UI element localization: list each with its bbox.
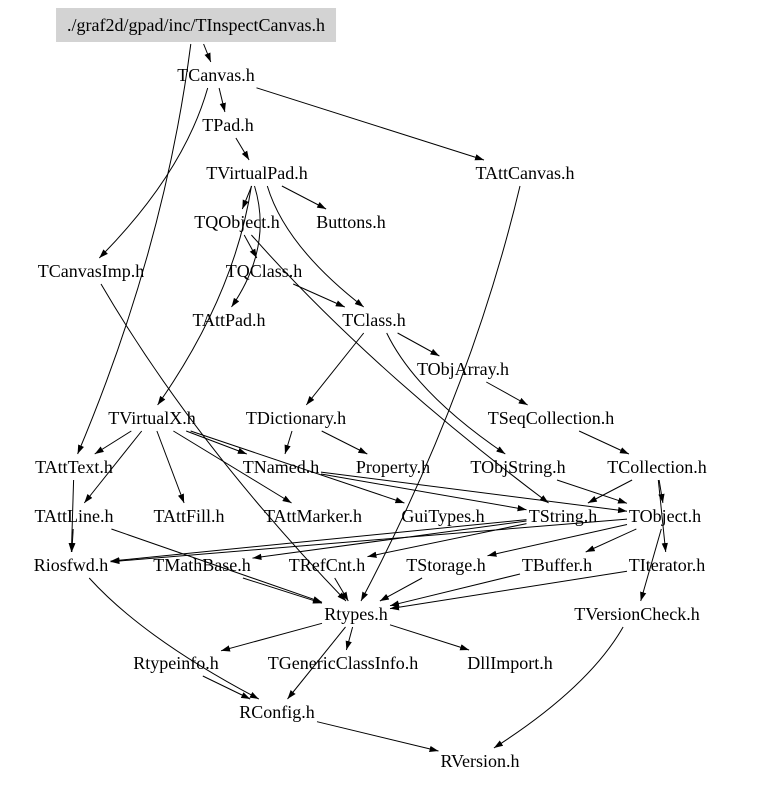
node-tvirtualx-h[interactable]: TVirtualX.h bbox=[108, 408, 196, 428]
edge-tvirtualx-to-tatttext bbox=[94, 430, 132, 455]
node-trefcnt-h[interactable]: TRefCnt.h bbox=[288, 555, 366, 575]
edge-tcanvas-to-tcanvasimp bbox=[98, 87, 209, 259]
edge-tqclass-to-tclass bbox=[292, 283, 346, 308]
edge-tvirtualpad-to-tqobject bbox=[241, 185, 253, 210]
node-tgenericclassinfo-h[interactable]: TGenericClassInfo.h bbox=[267, 653, 419, 673]
edge-tvirtualx-to-guitypes bbox=[190, 430, 405, 504]
node-tvirtualpad-h[interactable]: TVirtualPad.h bbox=[206, 163, 308, 183]
edge-trefcnt-to-rtypes bbox=[334, 577, 349, 602]
edge-titerator-to-rtypes bbox=[389, 570, 628, 611]
edge-tobject-to-tstorage bbox=[487, 524, 628, 557]
edge-tvirtualpad-to-buttons bbox=[281, 185, 327, 210]
node-tstring-h[interactable]: TString.h bbox=[528, 506, 598, 526]
node-tseqcollection-h[interactable]: TSeqCollection.h bbox=[487, 408, 615, 428]
edge-tstring-to-tmathbase bbox=[252, 520, 527, 561]
edge-tstorage-to-rtypes bbox=[379, 577, 423, 602]
node-tatttext-h[interactable]: TAttText.h bbox=[35, 457, 113, 477]
node-titerator-h[interactable]: TIterator.h bbox=[628, 555, 706, 575]
edge-tvirtualx-to-tattfill bbox=[156, 430, 185, 504]
node-buttons-h[interactable]: Buttons.h bbox=[316, 212, 386, 232]
edge-tmathbase-to-rtypes bbox=[242, 577, 323, 604]
edge-rtypes-to-dllimport bbox=[389, 624, 470, 651]
edge-tcanvas-to-tattcanvas bbox=[256, 87, 485, 161]
edge-tobject-to-tbuffer bbox=[585, 528, 637, 553]
node-tattmarker-h[interactable]: TAttMarker.h bbox=[263, 506, 363, 526]
edge-tvirtualx-to-tattmarker bbox=[173, 430, 292, 504]
edge-tcollection-to-tobject bbox=[658, 479, 665, 504]
edge-tqobject-to-tqclass bbox=[243, 234, 258, 259]
node-tversioncheck-h[interactable]: TVersionCheck.h bbox=[574, 604, 700, 624]
node-tobjstring-h[interactable]: TObjString.h bbox=[470, 457, 566, 477]
edge-rtypeinfo-to-rconfig bbox=[202, 675, 251, 700]
node-dllimport-h[interactable]: DllImport.h bbox=[467, 653, 553, 673]
root-node[interactable]: ./graf2d/gpad/inc/TInspectCanvas.h bbox=[56, 8, 336, 42]
edge-tvirtualpad-to-tvirtualx bbox=[157, 185, 252, 406]
edge-root-to-tatttext bbox=[77, 43, 192, 455]
edge-tattline-to-rtypes bbox=[111, 528, 323, 603]
node-tattpad-h[interactable]: TAttPad.h bbox=[192, 310, 266, 330]
node-tobject-h[interactable]: TObject.h bbox=[628, 506, 702, 526]
edge-tcollection-to-titerator bbox=[657, 479, 668, 553]
edge-tseqcollection-to-tcollection bbox=[578, 430, 630, 455]
node-tnamed-h[interactable]: TNamed.h bbox=[242, 457, 320, 477]
node-tstorage-h[interactable]: TStorage.h bbox=[406, 555, 486, 575]
node-tcanvas-h[interactable]: TCanvas.h bbox=[177, 65, 255, 85]
edge-tattline-to-riosfwd bbox=[69, 528, 76, 553]
edge-tvirtualx-to-tattline bbox=[83, 430, 143, 504]
node-riosfwd-h[interactable]: Riosfwd.h bbox=[33, 555, 109, 575]
edge-tobject-to-tversioncheck bbox=[640, 528, 662, 602]
node-rversion-h[interactable]: RVersion.h bbox=[440, 751, 520, 771]
edge-root-to-tcanvas bbox=[203, 43, 212, 63]
edge-tattcanvas-to-rtypes bbox=[360, 185, 521, 602]
edge-tdictionary-to-property bbox=[321, 430, 368, 455]
edge-tnamed-to-tstring bbox=[320, 473, 527, 512]
edge-tnamed-to-tobject bbox=[320, 471, 628, 514]
node-tbuffer-h[interactable]: TBuffer.h bbox=[521, 555, 593, 575]
edge-tvirtualx-to-tnamed bbox=[186, 430, 247, 455]
edge-tqobject-to-tstring bbox=[251, 234, 549, 504]
node-tclass-h[interactable]: TClass.h bbox=[342, 310, 406, 330]
edge-tdictionary-to-tnamed bbox=[284, 430, 293, 455]
edge-tvirtualpad-to-tattpad bbox=[231, 185, 261, 308]
node-tattline-h[interactable]: TAttLine.h bbox=[34, 506, 114, 526]
node-rconfig-h[interactable]: RConfig.h bbox=[239, 702, 315, 722]
node-property-h[interactable]: Property.h bbox=[355, 457, 431, 477]
node-tcanvasimp-h[interactable]: TCanvasImp.h bbox=[37, 261, 145, 281]
edge-tobjstring-to-tobject bbox=[556, 479, 628, 504]
node-tmathbase-h[interactable]: TMathBase.h bbox=[153, 555, 251, 575]
node-tattcanvas-h[interactable]: TAttCanvas.h bbox=[475, 163, 575, 183]
edge-tpad-to-tvirtualpad bbox=[235, 137, 250, 161]
edge-rtypes-to-tgenericclassinfo bbox=[345, 626, 354, 651]
node-rtypeinfo-h[interactable]: Rtypeinfo.h bbox=[133, 653, 219, 673]
edge-tobjarray-to-tseqcollection bbox=[486, 381, 528, 406]
node-tpad-h[interactable]: TPad.h bbox=[202, 115, 254, 135]
edge-tcollection-to-tstring bbox=[587, 479, 633, 504]
edge-tobject-to-riosfwd bbox=[110, 518, 628, 565]
edge-tbuffer-to-rtypes bbox=[389, 573, 521, 607]
node-tdictionary-h[interactable]: TDictionary.h bbox=[245, 408, 347, 428]
edge-tversioncheck-to-rversion bbox=[493, 626, 624, 749]
node-guitypes-h[interactable]: GuiTypes.h bbox=[401, 506, 485, 526]
node-tqclass-h[interactable]: TQClass.h bbox=[225, 261, 303, 281]
edge-riosfwd-to-rconfig bbox=[88, 577, 260, 700]
edge-rtypes-to-rtypeinfo bbox=[220, 622, 323, 652]
edge-rtypes-to-rconfig bbox=[287, 626, 346, 700]
edge-tstring-to-riosfwd bbox=[110, 519, 527, 564]
edge-tcanvasimp-to-rtypes bbox=[100, 283, 347, 602]
edge-tclass-to-tobjarray bbox=[397, 332, 440, 357]
node-tqobject-h[interactable]: TQObject.h bbox=[194, 212, 280, 232]
edge-tclass-to-tobjstring bbox=[386, 332, 506, 455]
node-tattfill-h[interactable]: TAttFill.h bbox=[153, 506, 225, 526]
node-tobjarray-h[interactable]: TObjArray.h bbox=[417, 359, 509, 379]
node-rtypes-h[interactable]: Rtypes.h bbox=[324, 604, 388, 624]
edge-tcanvas-to-tpad bbox=[218, 87, 226, 113]
edge-rconfig-to-rversion bbox=[316, 721, 439, 752]
edge-tclass-to-tdictionary bbox=[305, 332, 365, 406]
edge-tvirtualpad-to-tclass bbox=[266, 185, 365, 308]
node-tcollection-h[interactable]: TCollection.h bbox=[607, 457, 707, 477]
